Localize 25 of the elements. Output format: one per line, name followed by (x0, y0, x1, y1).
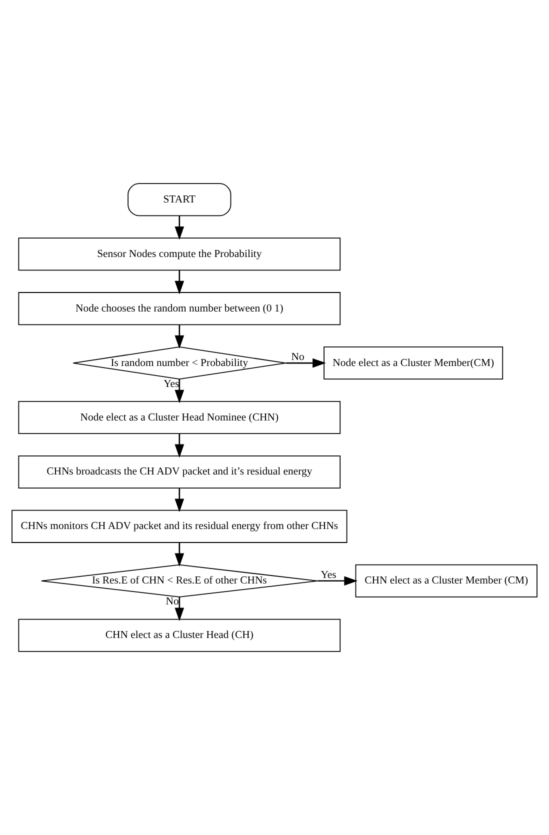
node-diamond: Is Res.E of CHN < Res.E of other CHNs (40, 564, 318, 598)
arrow (174, 379, 184, 404)
arrow (174, 434, 184, 458)
arrow (174, 324, 184, 349)
node-box: Sensor Nodes compute the Probability (18, 238, 341, 271)
arrow (318, 576, 358, 586)
node-box: CHN elect as a Cluster Member (CM) (355, 564, 538, 598)
edge-label: Yes (164, 378, 180, 390)
arrow (174, 216, 184, 240)
arrow (286, 358, 326, 368)
node-box: Node elect as a Cluster Head Nominee (CHN) (18, 400, 341, 434)
node-diamond: Is random number < Probability (72, 346, 286, 380)
node-box: CHN elect as a Cluster Head (CH) (18, 618, 341, 652)
edge-label: No (291, 351, 304, 363)
node-box: Node elect as a Cluster Member(CM) (324, 346, 504, 380)
node-box: CHNs broadcasts the CH ADV packet and it’s residual energy (18, 455, 341, 488)
node-box: CHNs monitors CH ADV packet and its residual energy from other CHNs (12, 510, 348, 543)
node-box: START (128, 183, 232, 216)
node-box: Node chooses the random number between (0 1) (18, 292, 341, 326)
arrow (174, 488, 184, 512)
edge-label: Yes (320, 568, 336, 581)
arrow (174, 270, 184, 294)
arrow (174, 542, 184, 567)
edge-label: No (166, 596, 179, 608)
arrow (174, 597, 184, 622)
